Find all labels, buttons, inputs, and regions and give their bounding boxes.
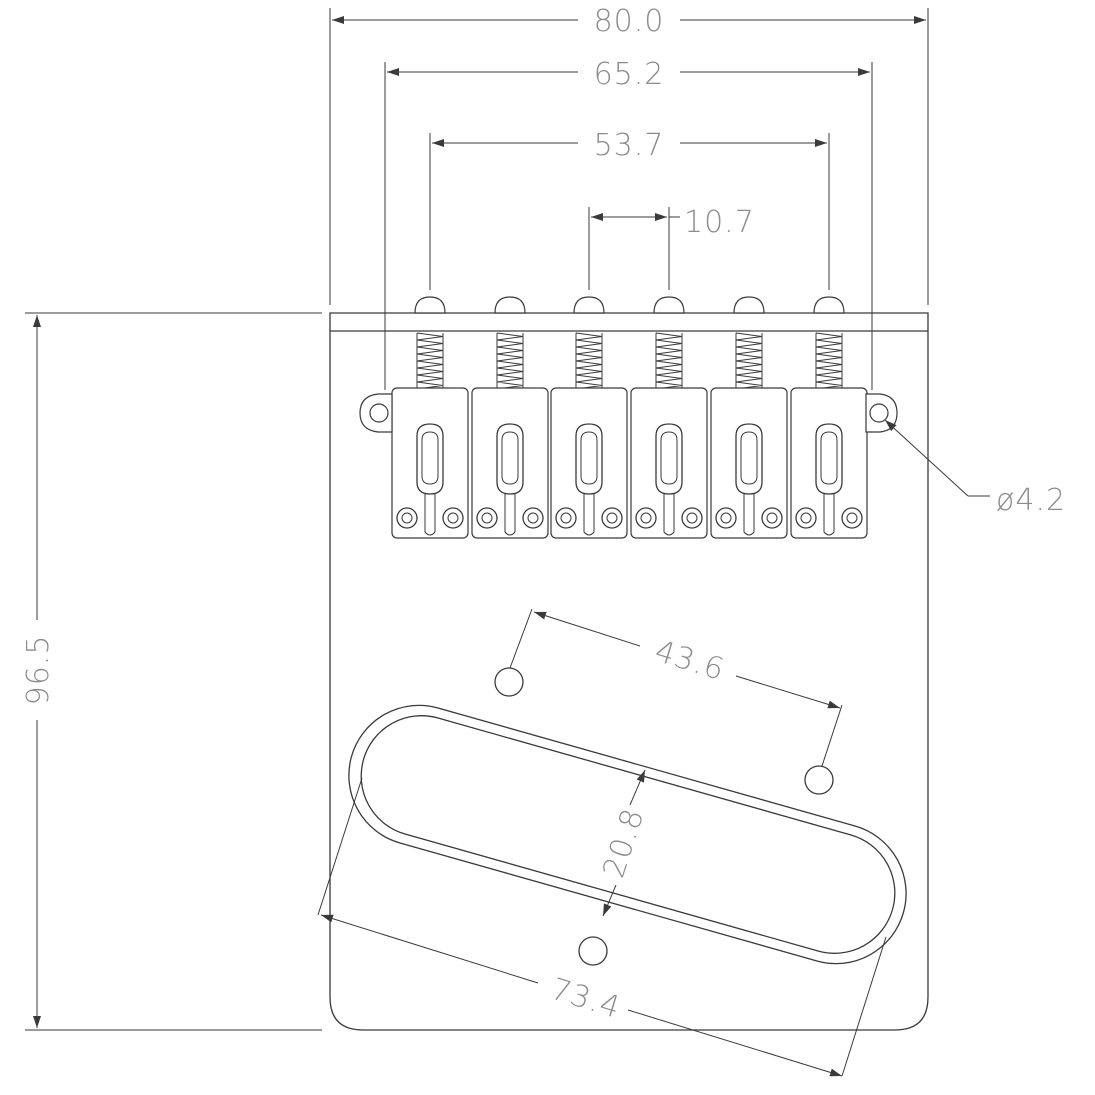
mount-ear-left [359,393,393,433]
height-screw [761,507,783,529]
height-screw [841,507,863,529]
saddle-body [550,387,628,539]
saddle-slot [496,423,524,495]
dimension-label: 96.5 [21,635,56,706]
pickup-center-hole [578,936,608,966]
height-screw [635,507,657,529]
screw-head [414,296,446,314]
spring [496,332,524,390]
height-screw [715,507,737,529]
saddle-body [710,387,788,539]
screw-head [573,296,605,314]
dimension-label: 10.7 [684,205,755,240]
screw-head [813,296,845,314]
dimension-overall-width: 80.0 [329,4,929,305]
height-screw [396,507,418,529]
dimension-pickup-width: 20.8 [596,769,652,917]
height-screw [476,507,498,529]
pickup-mount-hole-lower [804,765,834,795]
saddle-slot [655,423,683,495]
saddle-body [391,387,469,539]
dimension-label: 53.7 [594,128,665,163]
dimension-string-span: 53.7 [429,128,830,290]
saddle [790,296,868,539]
dimension-label: 80.0 [594,4,665,39]
saddle-body [790,387,868,539]
saddle-body [471,387,549,539]
saddle-slot [575,423,603,495]
height-screw [681,507,703,529]
pickup-cavity [348,704,907,965]
spring [655,332,683,390]
dimension-label: 73.4 [547,972,625,1026]
dimension-label: ø4.2 [996,483,1066,518]
dimension-label: 43.6 [651,634,729,688]
saddle [391,296,469,539]
saddle-slot [815,423,843,495]
spring [815,332,843,390]
height-screw [522,507,544,529]
saddle-body [630,387,708,539]
dimension-pickup-length: 73.4 [317,777,887,1077]
saddle [630,296,708,539]
screw-head [653,296,685,314]
height-screw [555,507,577,529]
dimension-label: 20.8 [596,804,651,882]
bridge-plate [329,312,929,1031]
height-screw [795,507,817,529]
height-screw [442,507,464,529]
saddle [550,296,628,539]
saddle-group [391,296,868,539]
dimension-string-spacing: 10.7 [588,205,755,290]
saddle-slot [735,423,763,495]
dimension-saddle-span: 65.2 [384,57,873,390]
height-screw [601,507,623,529]
dimension-label: 65.2 [594,57,665,92]
screw-head [494,296,526,314]
pickup-mount-hole-upper [494,667,524,697]
spring [416,332,444,390]
saddle-slot [416,423,444,495]
screw-head [733,296,765,314]
spring [575,332,603,390]
spring [735,332,763,390]
saddle [710,296,788,539]
saddle [471,296,549,539]
dimension-overall-length: 96.5 [21,312,322,1031]
dimension-mount-hole: ø4.2 [884,419,1066,518]
